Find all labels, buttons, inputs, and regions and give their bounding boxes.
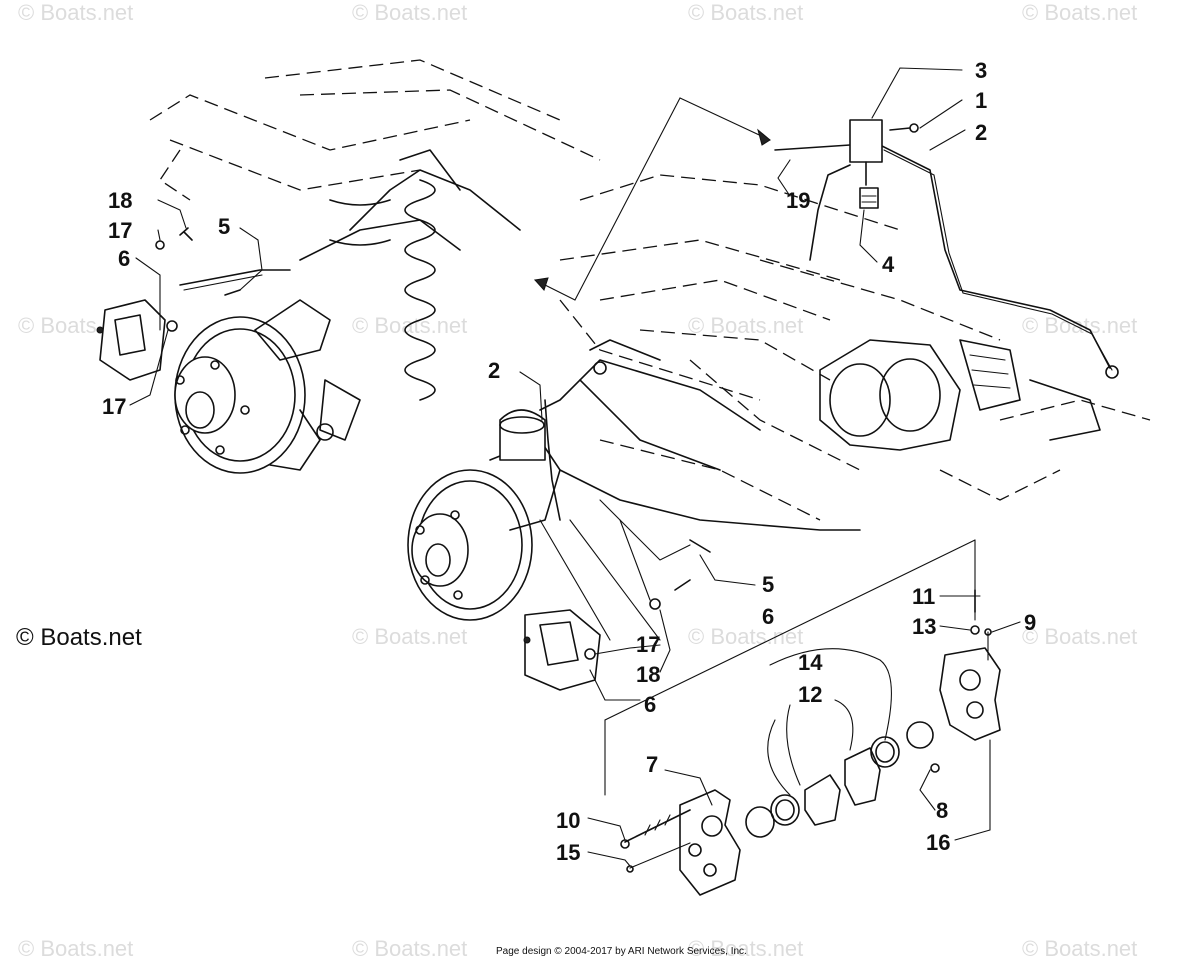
callout-6: 6	[762, 604, 774, 629]
callout-8: 8	[936, 798, 948, 823]
watermark: © Boats.net	[688, 0, 804, 25]
watermark: © Boats.net	[1022, 936, 1138, 961]
exploded-caliper-assembly	[604, 539, 1001, 896]
callout-16: 16	[926, 830, 950, 855]
callout-17: 17	[636, 632, 660, 657]
vehicle-frame-outline	[149, 59, 1151, 521]
callout-14: 14	[798, 650, 823, 675]
brand-label: © Boats.net	[16, 624, 142, 651]
callout-10: 10	[556, 808, 580, 833]
callout-2: 2	[488, 358, 500, 383]
callout-11: 11	[912, 584, 935, 609]
callout-1: 1	[975, 88, 987, 113]
callout-6: 6	[118, 246, 130, 271]
callout-5: 5	[762, 572, 774, 597]
headlight-housing	[819, 339, 1101, 451]
callout-leaders	[129, 67, 1021, 867]
watermark: © Boats.net	[352, 624, 468, 649]
watermark: © Boats.net	[18, 0, 134, 25]
watermark: © Boats.net	[1022, 624, 1138, 649]
watermark: © Boats.net	[352, 936, 468, 961]
right-wheel-assembly	[407, 339, 861, 691]
left-wheel-assembly	[96, 149, 521, 474]
watermark: © Boats.net	[688, 936, 804, 961]
watermark: © Boats.net	[18, 936, 134, 961]
callout-17: 17	[102, 394, 126, 419]
footer-credit: Page design © 2004-2017 by ARI Network S…	[496, 946, 747, 957]
watermark: © Boats.net	[1022, 0, 1138, 25]
callout-4: 4	[882, 252, 895, 277]
callout-13: 13	[912, 614, 936, 639]
callout-7: 7	[646, 752, 658, 777]
callout-5: 5	[218, 214, 230, 239]
watermark: © Boats.net	[688, 624, 804, 649]
brake-line-assembly	[534, 97, 1119, 379]
callout-6: 6	[644, 692, 656, 717]
callout-2: 2	[975, 120, 987, 145]
watermark: © Boats.net	[352, 0, 468, 25]
callout-18: 18	[108, 188, 132, 213]
callout-15: 15	[556, 840, 580, 865]
callout-19: 19	[786, 188, 810, 213]
callout-12: 12	[798, 682, 822, 707]
callout-17: 17	[108, 218, 132, 243]
watermark: © Boats.net	[352, 313, 468, 338]
callout-9: 9	[1024, 610, 1036, 635]
watermark: © Boats.net	[688, 313, 804, 338]
callout-3: 3	[975, 58, 987, 83]
callout-18: 18	[636, 662, 660, 687]
